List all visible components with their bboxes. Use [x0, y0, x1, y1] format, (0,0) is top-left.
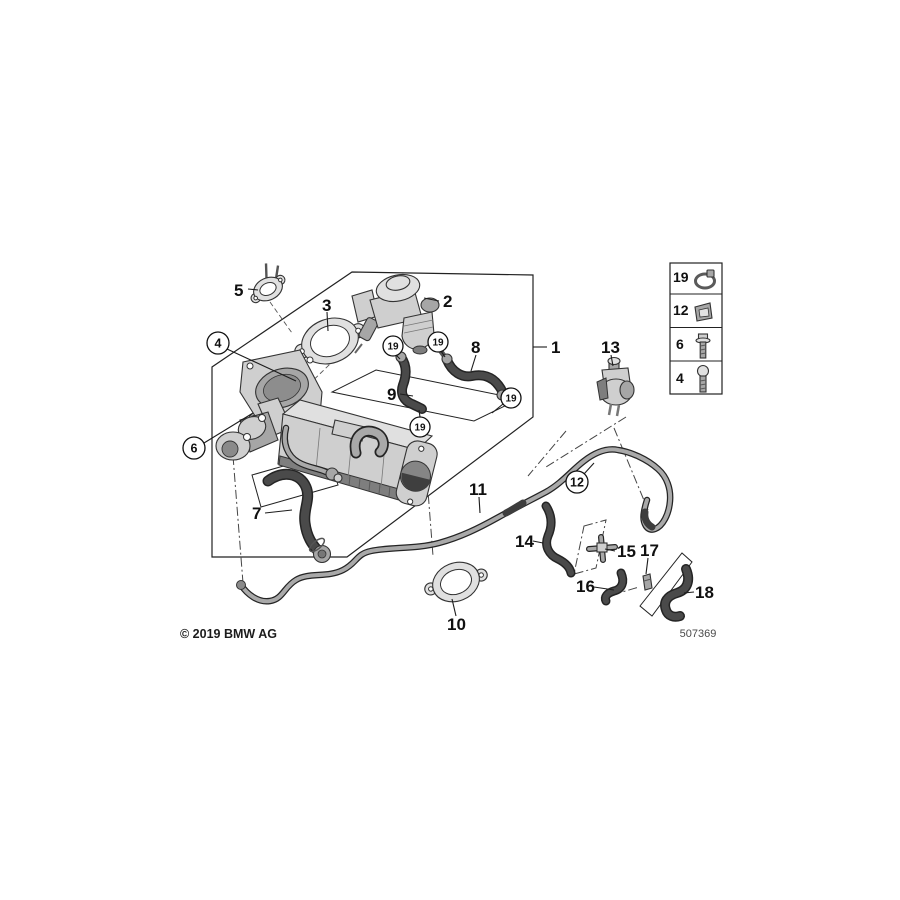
leader-lines — [203, 288, 695, 617]
callout-9-label: 9 — [387, 385, 396, 404]
legend-box: 19 12 6 4 — [669, 262, 723, 395]
hose-clamp-icon — [694, 269, 716, 290]
gasket-10 — [424, 561, 488, 603]
hose-7 — [262, 468, 332, 564]
svg-text:19: 19 — [414, 423, 426, 434]
legend-row-12: 12 — [673, 302, 713, 322]
alignment-line — [232, 455, 244, 584]
callout-17-label: 17 — [640, 541, 659, 560]
callout-circle-19-b: 19 — [427, 331, 449, 353]
clip-17 — [642, 573, 653, 591]
callout-8-label: 8 — [471, 338, 480, 357]
svg-text:19: 19 — [673, 269, 689, 285]
pressure-converter-13 — [596, 356, 635, 417]
legend-row-6: 6 — [676, 333, 711, 359]
alignment-line — [527, 430, 567, 477]
callout-circle-19-d: 19 — [409, 416, 431, 438]
callout-circle-19-c: 19 — [500, 387, 522, 409]
svg-text:19: 19 — [505, 394, 517, 405]
svg-text:19: 19 — [387, 342, 399, 353]
hex-bolt-icon — [696, 364, 710, 393]
vacuum-hose-14 — [541, 501, 576, 578]
hose-9 — [395, 351, 427, 414]
assembly-frame — [211, 271, 534, 558]
callout-10-label: 10 — [447, 615, 466, 634]
svg-text:12: 12 — [673, 302, 689, 318]
callout-circle-4: 4 — [206, 331, 230, 355]
callout-circle-12: 12 — [565, 470, 589, 494]
callout-11-label: 11 — [469, 480, 487, 499]
legend-row-4: 4 — [676, 364, 710, 393]
vacuum-pipe-11 — [236, 446, 674, 605]
spring-clip-icon — [694, 302, 713, 322]
callout-7-label: 7 — [252, 504, 261, 523]
alignment-line — [269, 301, 293, 334]
bracket-connector-15 — [573, 519, 607, 575]
metal-gasket-5 — [250, 263, 286, 304]
vacuum-hose-16 — [600, 568, 628, 606]
callout-13-label: 13 — [601, 338, 620, 357]
callout-18-label: 18 — [695, 583, 714, 602]
svg-text:4: 4 — [215, 337, 222, 351]
svg-text:4: 4 — [676, 370, 684, 386]
svg-text:12: 12 — [570, 476, 584, 490]
alignment-line — [545, 416, 627, 468]
doc-number: 507369 — [680, 628, 717, 640]
callout-14-label: 14 — [515, 532, 534, 551]
cooler-outlet-flange — [395, 440, 438, 507]
callout-16-label: 16 — [576, 577, 595, 596]
callout-2-label: 2 — [443, 292, 452, 311]
t-connector-15 — [586, 534, 618, 563]
svg-text:6: 6 — [676, 336, 684, 352]
callout-circle-19-a: 19 — [382, 335, 404, 357]
egr-cooler-assembly — [215, 349, 438, 507]
callout-1-label: 1 — [551, 338, 560, 357]
flange-bolt-icon — [695, 333, 711, 359]
legend-row-19: 19 — [673, 269, 716, 290]
svg-text:19: 19 — [432, 338, 444, 349]
bracket-hose-18 — [639, 552, 693, 617]
bracket-hose-9 — [330, 369, 521, 422]
vacuum-hose-18 — [660, 564, 694, 622]
callout-15-label: 15 — [617, 542, 636, 561]
copyright-text: © 2019 BMW AG — [180, 627, 277, 641]
svg-text:6: 6 — [191, 442, 198, 456]
callout-circle-6: 6 — [182, 436, 206, 460]
callout-5-label: 5 — [234, 281, 243, 300]
alignment-line — [613, 427, 649, 511]
callout-3-label: 3 — [322, 296, 331, 315]
